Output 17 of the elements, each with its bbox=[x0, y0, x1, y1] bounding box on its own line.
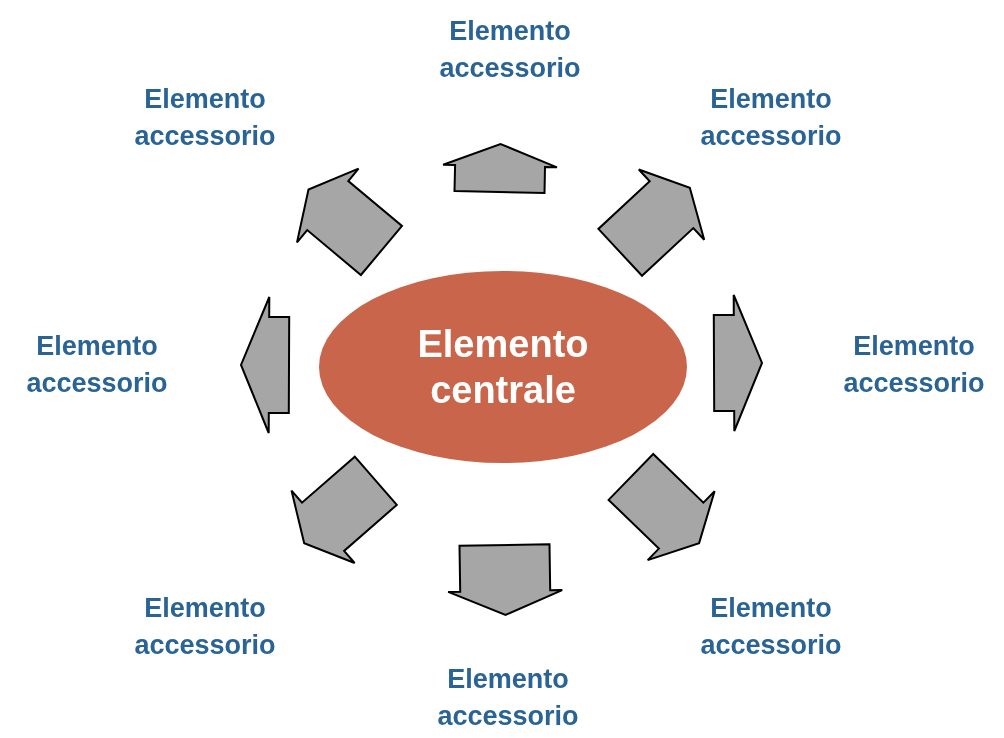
element-label: Elemento accessorio bbox=[438, 15, 582, 85]
element-label: Elemento accessorio bbox=[842, 330, 986, 400]
element-label: Elemento accessorio bbox=[699, 83, 843, 153]
element-label: Elemento accessorio bbox=[133, 592, 277, 662]
element-label: Elemento accessorio bbox=[436, 663, 580, 733]
block-arrow bbox=[296, 167, 404, 277]
element-label: Elemento accessorio bbox=[699, 592, 843, 662]
block-arrow bbox=[607, 452, 716, 562]
block-arrow bbox=[597, 168, 706, 278]
block-arrow bbox=[290, 455, 399, 564]
element-label: Elemento accessorio bbox=[25, 330, 169, 400]
block-arrow bbox=[239, 296, 291, 434]
block-arrow bbox=[712, 294, 764, 432]
block-arrow bbox=[447, 543, 564, 617]
block-arrow bbox=[442, 142, 558, 195]
central-label: Elemento centrale bbox=[416, 322, 590, 413]
element-label: Elemento accessorio bbox=[133, 83, 277, 153]
